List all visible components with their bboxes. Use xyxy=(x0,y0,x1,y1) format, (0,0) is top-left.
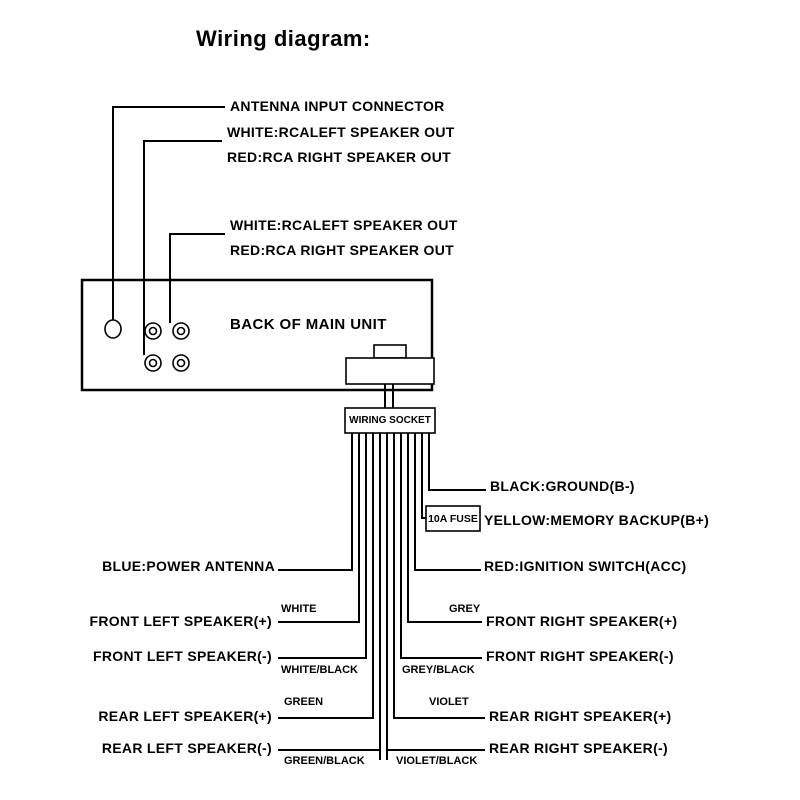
socket-stub-top xyxy=(373,344,407,359)
rear-right-neg-label: REAR RIGHT SPEAKER(-) xyxy=(489,740,668,756)
antenna-connector xyxy=(104,319,122,339)
wire-color-green: GREEN xyxy=(284,696,324,708)
rear-left-pos-label: REAR LEFT SPEAKER(+) xyxy=(98,708,272,724)
wire-rear-left-pos xyxy=(278,433,374,719)
socket-stub-body xyxy=(345,357,435,385)
page-title: Wiring diagram: xyxy=(196,26,371,51)
wire-color-white-black: WHITE/BLACK xyxy=(281,664,358,676)
rca2-white-label: WHITE:RCALEFT SPEAKER OUT xyxy=(230,217,458,233)
power-antenna-label: BLUE:POWER ANTENNA xyxy=(102,558,275,574)
wire-front-left-pos xyxy=(278,433,360,623)
wire-power-antenna xyxy=(278,433,353,571)
wire-color-green-black: GREEN/BLACK xyxy=(284,755,365,767)
front-left-neg-label: FRONT LEFT SPEAKER(-) xyxy=(93,648,272,664)
fuse-label: 10A FUSE xyxy=(428,512,478,525)
rca-lead-line-1 xyxy=(143,140,222,355)
rca2-red-label: RED:RCA RIGHT SPEAKER OUT xyxy=(230,242,454,258)
rca-lead-line-2 xyxy=(169,233,225,323)
antenna-lead-line xyxy=(112,106,225,320)
wire-front-right-neg xyxy=(400,433,482,659)
wire-rear-right-pos xyxy=(393,433,485,719)
wiring-socket-label: WIRING SOCKET xyxy=(349,415,431,426)
memory-backup-label: YELLOW:MEMORY BACKUP(B+) xyxy=(484,512,710,528)
front-right-neg-label: FRONT RIGHT SPEAKER(-) xyxy=(486,648,674,664)
wire-ground xyxy=(428,433,486,491)
wire-front-right-pos xyxy=(407,433,482,623)
wiring-socket-box xyxy=(344,407,436,434)
wire-front-left-neg xyxy=(278,433,367,659)
rear-right-pos-label: REAR RIGHT SPEAKER(+) xyxy=(489,708,672,724)
rca1-red-label: RED:RCA RIGHT SPEAKER OUT xyxy=(227,149,451,165)
rear-left-neg-label: REAR LEFT SPEAKER(-) xyxy=(101,740,272,756)
front-right-pos-label: FRONT RIGHT SPEAKER(+) xyxy=(486,613,678,629)
wire-memory xyxy=(421,433,426,519)
wire-color-grey-black: GREY/BLACK xyxy=(402,664,475,676)
ignition-switch-label: RED:IGNITION SWITCH(ACC) xyxy=(484,558,687,574)
wire-color-violet-black: VIOLET/BLACK xyxy=(396,755,478,767)
rca-jacks xyxy=(144,322,190,372)
wire-color-grey: GREY xyxy=(449,603,481,615)
rca1-white-label: WHITE:RCALEFT SPEAKER OUT xyxy=(227,124,455,140)
fuse-box xyxy=(425,505,481,532)
wire-color-white: WHITE xyxy=(281,603,317,615)
ground-label: BLACK:GROUND(B-) xyxy=(490,478,635,494)
front-left-pos-label: FRONT LEFT SPEAKER(+) xyxy=(89,613,272,629)
antenna-input-label: ANTENNA INPUT CONNECTOR xyxy=(230,98,445,114)
wire-color-violet: VIOLET xyxy=(429,696,469,708)
main-unit-label: BACK OF MAIN UNIT xyxy=(230,316,387,333)
wire-ignition xyxy=(414,433,481,571)
main-unit-box xyxy=(80,278,434,392)
